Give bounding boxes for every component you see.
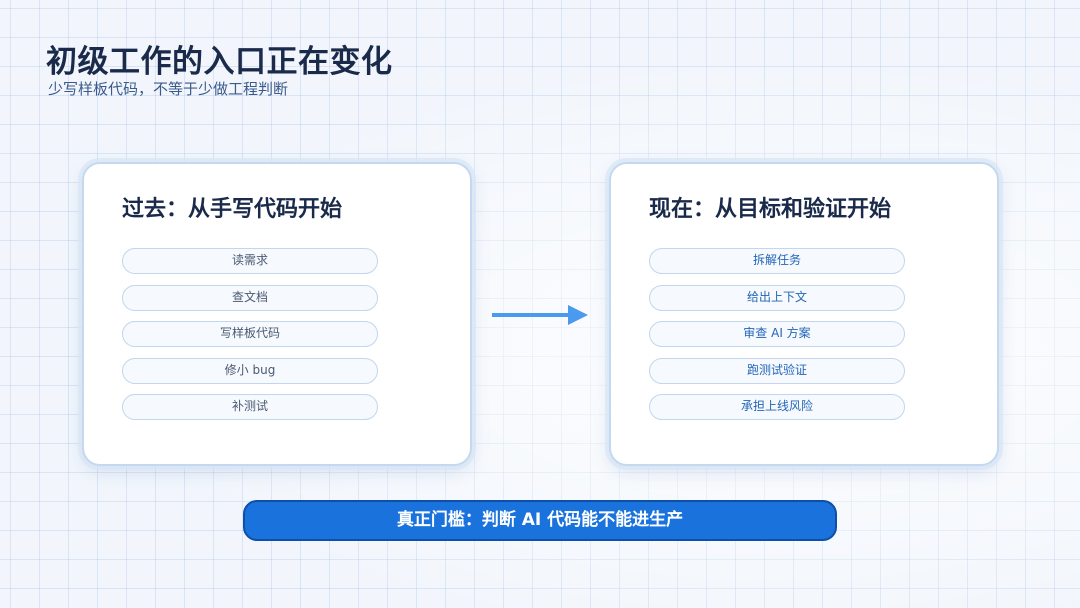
now-item: 拆解任务 [649, 248, 905, 274]
page-title: 初级工作的入口正在变化 [46, 44, 393, 80]
past-card: 过去：从手写代码开始 读需求 查文档 写样板代码 修小 bug 补测试 [82, 162, 472, 466]
now-card-heading: 现在：从目标和验证开始 [649, 197, 892, 222]
past-item: 写样板代码 [122, 321, 378, 347]
key-threshold-banner: 真正门槛：判断 AI 代码能不能进生产 [243, 500, 837, 541]
past-item-list: 读需求 查文档 写样板代码 修小 bug 补测试 [122, 248, 378, 431]
past-item: 查文档 [122, 284, 378, 311]
page-subtitle: 少写样板代码，不等于少做工程判断 [48, 80, 289, 98]
now-item: 审查 AI 方案 [649, 321, 905, 347]
past-item: 读需求 [122, 248, 378, 274]
arrow-right-icon [492, 305, 588, 325]
past-card-heading: 过去：从手写代码开始 [122, 197, 343, 222]
now-item: 承担上线风险 [649, 394, 905, 420]
past-item: 修小 bug [122, 357, 378, 384]
past-item: 补测试 [122, 394, 378, 420]
now-item-list: 拆解任务 给出上下文 审查 AI 方案 跑测试验证 承担上线风险 [649, 248, 905, 431]
now-item: 给出上下文 [649, 284, 905, 311]
now-card: 现在：从目标和验证开始 拆解任务 给出上下文 审查 AI 方案 跑测试验证 承担… [609, 162, 999, 466]
now-item: 跑测试验证 [649, 357, 905, 384]
